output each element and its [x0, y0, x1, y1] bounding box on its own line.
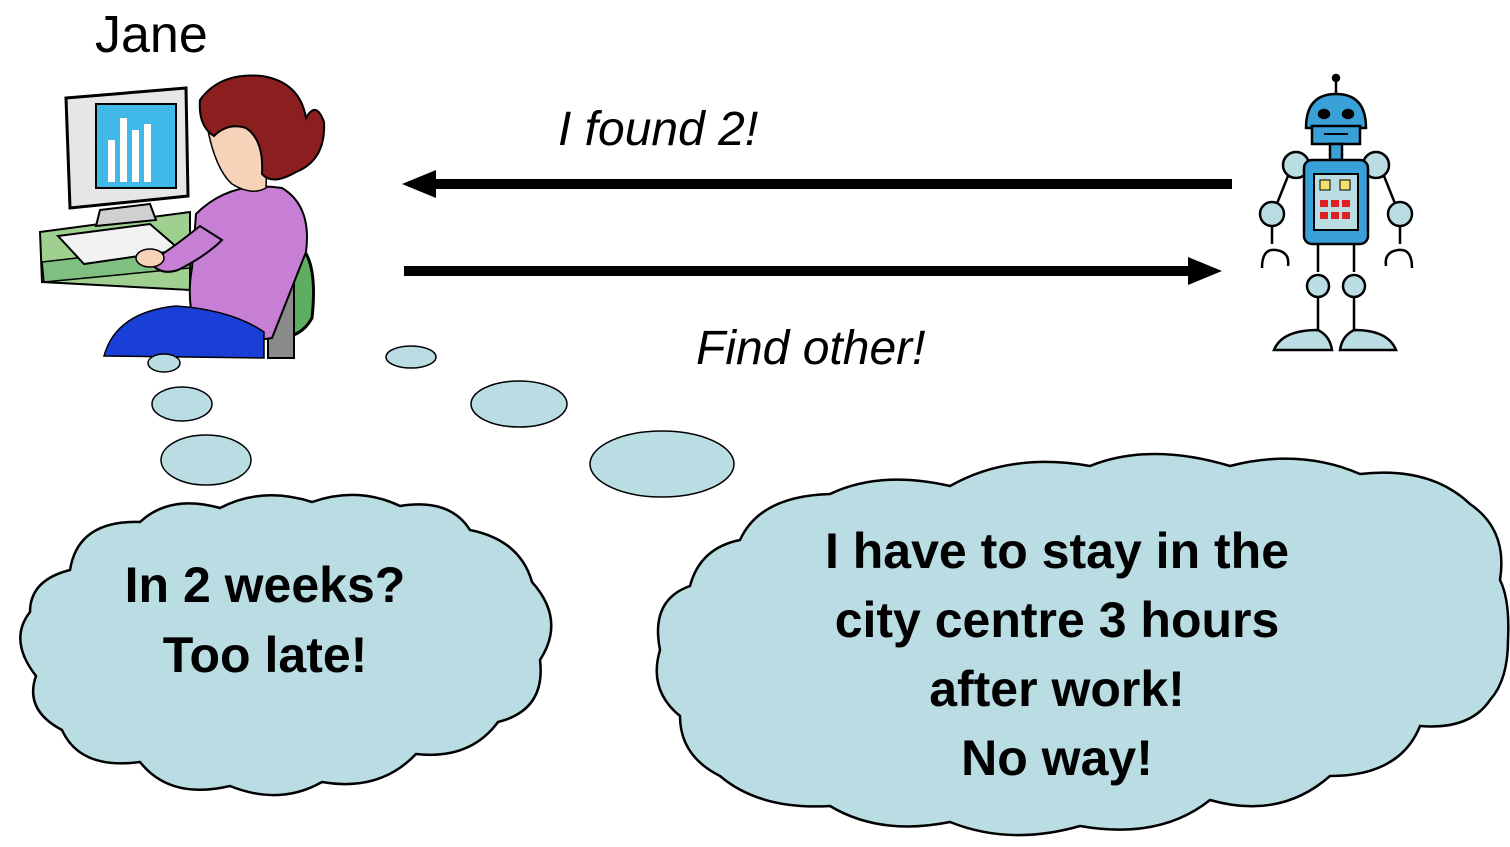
incoming-message-label: I found 2! [558, 103, 758, 156]
arrow-user-to-agent [404, 257, 1222, 285]
thought-cloud-left: In 2 weeks? Too late! [19, 493, 553, 797]
right-thought-line-4: No way! [961, 730, 1153, 786]
user-name-label: Jane [95, 6, 208, 64]
robot-icon [1258, 73, 1414, 352]
left-thought-line-2: Too late! [163, 627, 368, 683]
right-thought-line-3: after work! [929, 661, 1185, 717]
thought-trail-right [385, 345, 735, 498]
outgoing-message-label: Find other! [696, 322, 925, 375]
thought-trail-left [147, 353, 252, 486]
right-thought-line-1: I have to stay in the [825, 523, 1289, 579]
arrow-agent-to-user [402, 170, 1232, 198]
woman-at-computer-icon [38, 74, 326, 359]
thought-cloud-right: I have to stay in the city centre 3 hour… [655, 452, 1510, 837]
right-thought-line-2: city centre 3 hours [835, 592, 1280, 648]
left-thought-line-1: In 2 weeks? [125, 557, 406, 613]
